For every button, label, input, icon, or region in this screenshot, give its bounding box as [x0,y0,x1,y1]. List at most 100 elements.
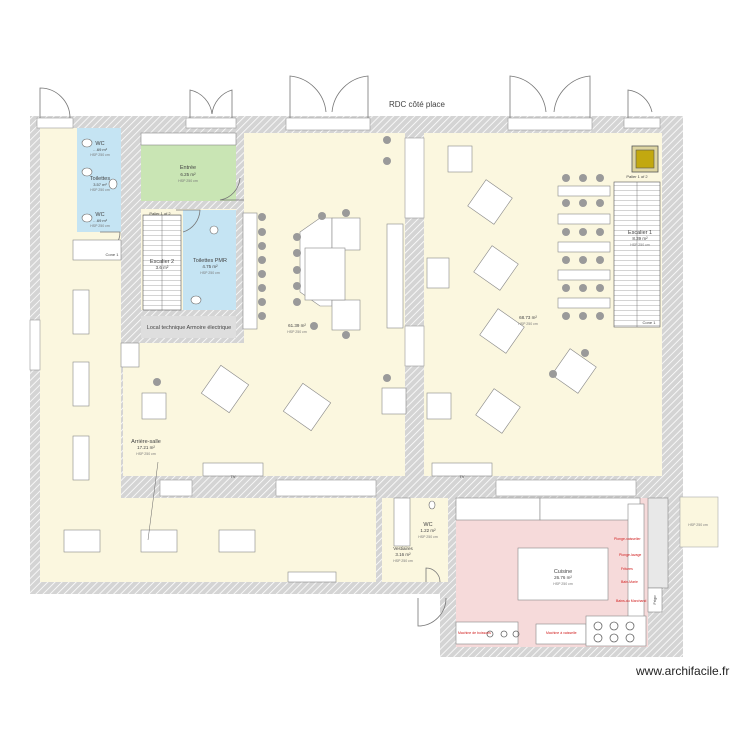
diamond-table [200,364,250,414]
technical-room-floor [141,316,236,338]
stairs [142,181,661,328]
room-area: 3.57 m² [93,182,107,187]
room-area: …69 m² [93,218,108,223]
big-table [331,217,361,251]
stove-burners [486,621,635,643]
kitchen-label: Plonge-vaisselier [614,537,641,541]
room-area: 3.6 m² [156,265,169,270]
kitchen-label: Machine de boissons [458,631,491,635]
hsp-label: HSP 250 cm [200,271,220,275]
dimension-line [147,461,159,541]
door-opening [404,325,425,367]
diamond-table [551,348,597,394]
hsp-label: HSP 250 cm [418,535,438,539]
hsp-label: HSP 250 cm [90,224,110,228]
table-rows [557,185,611,309]
window-opening [623,117,661,129]
small-table [426,257,450,289]
annex-room [679,496,719,548]
room-name: Escalier 2 [150,259,174,265]
door-opening [159,479,193,497]
room-area: 17.21 m² [137,445,155,450]
tv-label: TV [230,474,235,479]
toilet-icon [81,213,93,223]
plan-title: RDC côté place [389,100,446,109]
room-area: 1.22 m² [420,528,436,533]
hsp-label: HSP 250 cm [553,582,573,586]
small-table [426,392,452,420]
room-name: Toilettes [90,176,110,182]
room-name: Escalier 1 [628,230,652,236]
cabinet [140,132,237,146]
toilet-icon [108,178,118,190]
small-table [381,387,407,415]
stair-cone-label: Cone 1 [643,320,657,325]
kitchen-label: Fritures [621,567,633,571]
kitchen-label: Machine à vaisselle [546,631,577,635]
kitchen-label: Bain-Marie [621,580,638,584]
toilet-icon [190,295,202,305]
room-name: Arrière-salle [131,439,161,445]
window-opening [36,117,74,129]
stair-cone-label: Cone 1 [106,252,120,257]
door-opening [275,479,377,497]
openings [29,117,661,497]
right-room-furniture [467,145,659,434]
door-swings [39,75,653,627]
toilet-icon [428,500,436,510]
door-opening [495,479,637,497]
corridor-floor [376,498,456,582]
small-table [447,145,473,173]
room-area: …69 m² [93,147,108,152]
room-name: Toilettes PMR [193,258,227,264]
hsp-label: HSP 250 cm [688,523,708,527]
hsp-label: HSP 250 cm [518,322,538,326]
room-area: 68.73 m² [519,315,537,320]
room-name: WC [95,141,104,147]
room-name: WC [95,212,104,218]
hsp-label: HSP 250 cm [287,330,307,334]
window-opening [507,117,593,131]
room-area: 61.39 m² [288,323,306,328]
diamond-table [473,245,519,291]
stair-landing-label: Palier 1 of 2 [626,174,648,179]
cabinet [120,342,140,368]
room-name: Cuisine [554,569,572,575]
tv-cabinet [202,462,264,477]
hsp-label: HSP 250 cm [178,179,198,183]
kitchen-label: Plonge-lavage [619,553,641,557]
chairs-right [549,174,604,378]
tv-cabinet [431,462,493,477]
kitchen-label: Bains-du Marchand [616,599,646,603]
watermark: www.archifacile.fr [636,664,730,678]
tv-label: TV [459,474,464,479]
big-table [304,247,346,301]
plant-pot-inner [635,149,655,169]
window-opening [29,319,41,371]
sink-icon [209,225,219,235]
hsp-label: HSP 250 cm [393,559,413,563]
diamond-table [467,179,513,225]
toilet-icon [81,138,93,148]
door-opening [404,137,425,219]
chairs-central [153,136,391,386]
diamond-table [479,308,525,354]
room-name: Local technique Armoire électrique [147,325,231,331]
kitchen-island [517,547,609,601]
fridge-label: Frigo [652,595,657,605]
toilet-icon [81,167,93,177]
small-table [141,392,167,420]
big-table [331,299,361,331]
kitchen-labels: Plonge-vaisselier Plonge-lavage Fritures… [458,537,646,635]
left-corridor-furniture [63,239,411,583]
hsp-label: HSP 250 cm [90,188,110,192]
bench-right [386,223,404,329]
room-name: WC [423,522,432,528]
room-name: Vestiaires [393,546,413,551]
window-opening [185,117,237,129]
room-area: 3.16 m² [395,552,411,557]
stair-landing-label: Palier 1 of 2 [149,211,171,216]
room-area: 26.76 m² [554,575,572,580]
room-area: 4.75 m² [202,264,218,269]
